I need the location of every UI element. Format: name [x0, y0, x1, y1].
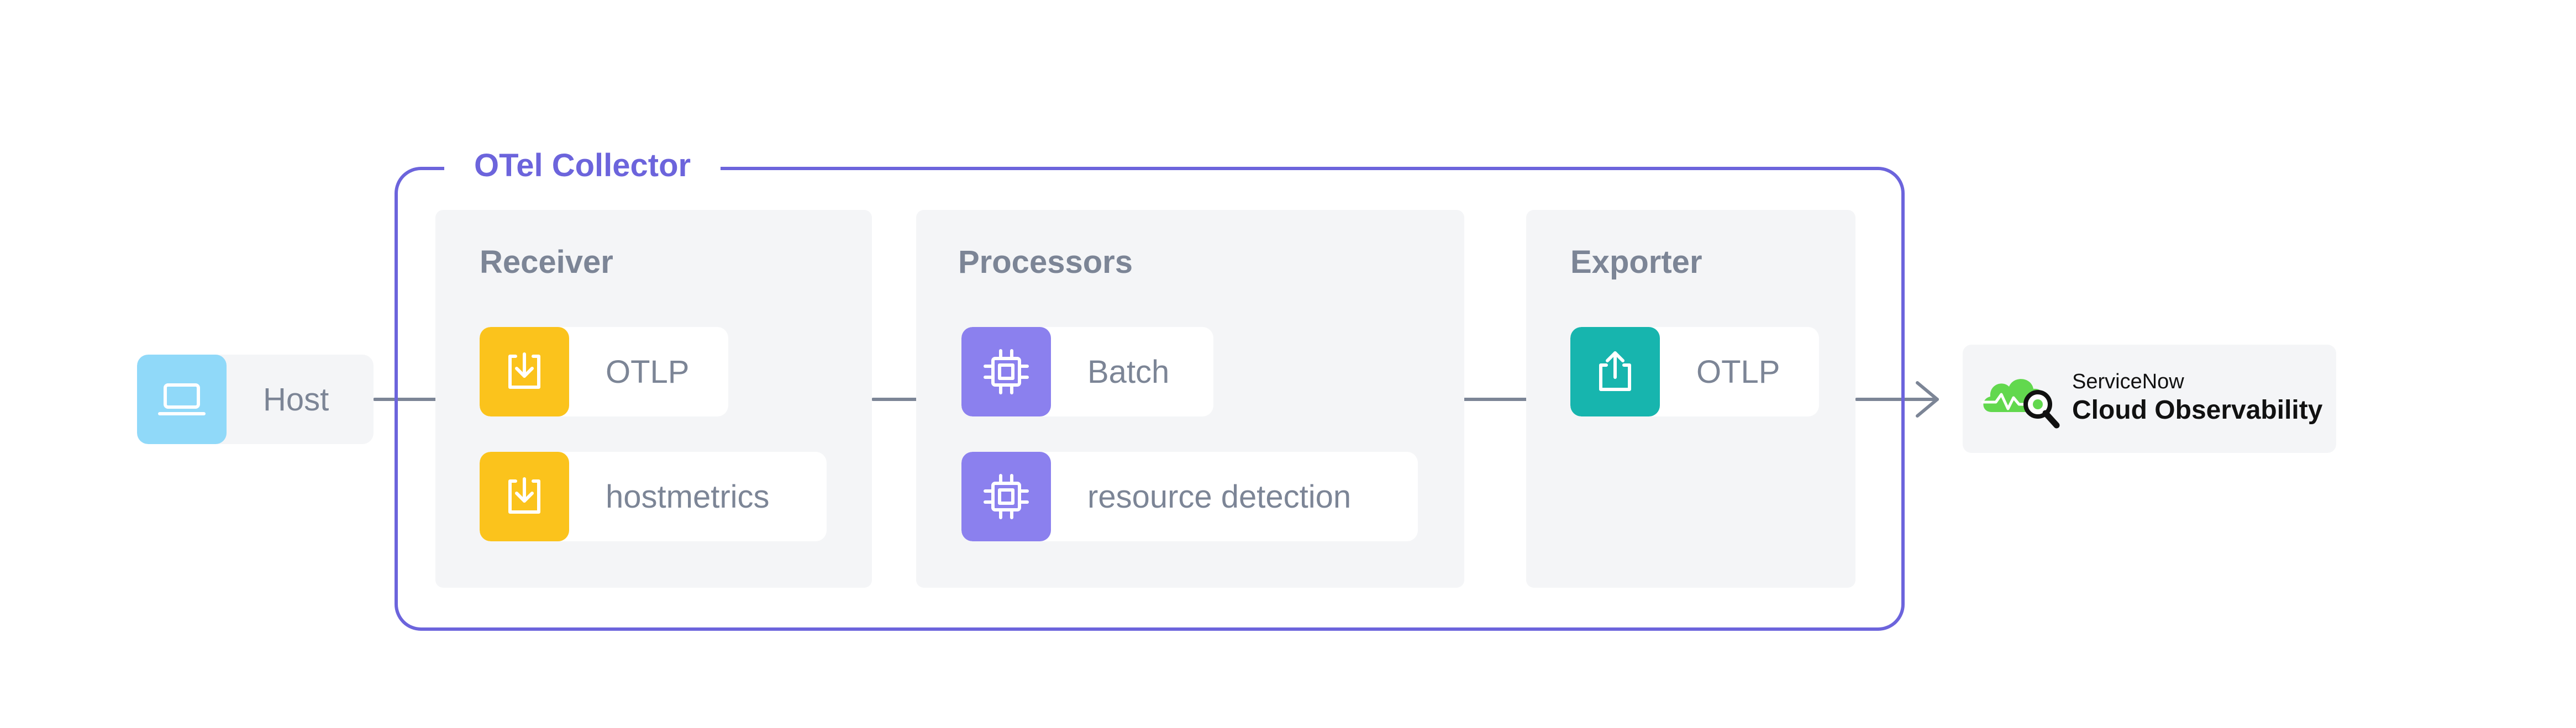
- receiver-tile: [480, 327, 569, 416]
- cloud-observability-logo: [1981, 379, 2060, 429]
- receiver-item-label: OTLP: [606, 354, 690, 390]
- processors-title: Processors: [958, 244, 1133, 280]
- collector-title: OTel Collector: [444, 143, 721, 189]
- exporter-title: Exporter: [1570, 244, 1702, 280]
- receiver-item-otlp[interactable]: OTLP: [480, 327, 728, 416]
- exporter-item-label: OTLP: [1696, 354, 1780, 390]
- processor-item-resource-detection[interactable]: resource detection: [961, 452, 1418, 541]
- host-label: Host: [263, 381, 329, 418]
- destination-line2: Cloud Observability: [2072, 395, 2323, 425]
- laptop-icon: [158, 383, 206, 415]
- download-icon: [508, 477, 540, 514]
- receiver-title: Receiver: [480, 244, 613, 280]
- processor-item-label: Batch: [1087, 354, 1170, 390]
- upload-icon: [1599, 351, 1631, 391]
- destination-card: ServiceNow Cloud Observability: [1963, 345, 2336, 453]
- download-icon: [508, 352, 540, 389]
- chip-icon: [984, 474, 1029, 519]
- processor-item-batch[interactable]: Batch: [961, 327, 1213, 416]
- host-tile: [137, 355, 227, 444]
- chip-icon: [984, 349, 1029, 394]
- arrow-exporter-to-destination: [1855, 381, 1939, 418]
- receiver-tile: [480, 452, 569, 541]
- exporter-tile: [1570, 327, 1660, 416]
- processor-tile: [961, 327, 1051, 416]
- otel-collector-frame: [395, 167, 1905, 631]
- processor-tile: [961, 452, 1051, 541]
- exporter-item-otlp[interactable]: OTLP: [1570, 327, 1819, 416]
- receiver-item-hostmetrics[interactable]: hostmetrics: [480, 452, 827, 541]
- receiver-item-label: hostmetrics: [606, 478, 770, 515]
- destination-line1: ServiceNow: [2072, 370, 2184, 393]
- host-node: Host: [137, 355, 374, 444]
- processor-item-label: resource detection: [1087, 478, 1352, 515]
